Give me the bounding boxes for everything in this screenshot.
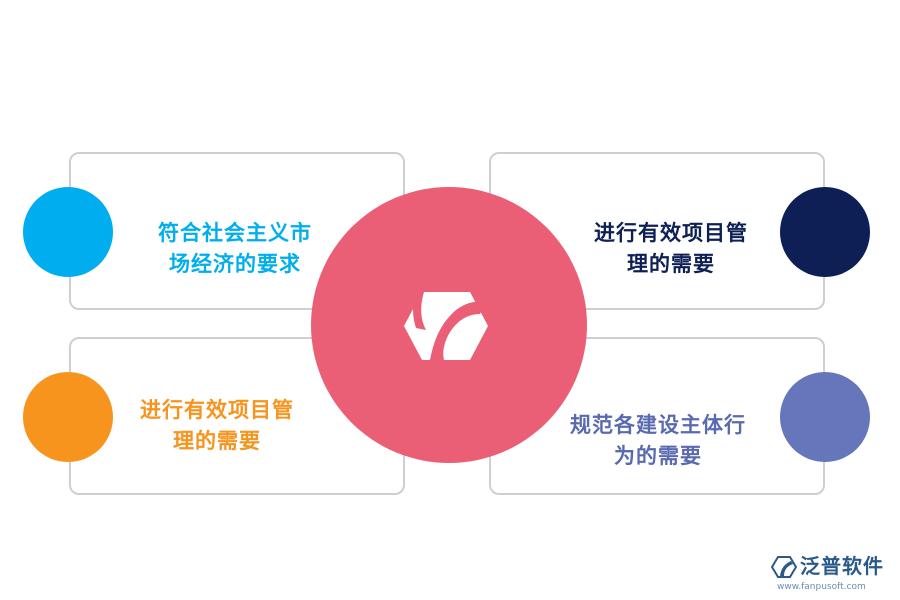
watermark: 泛普软件 www.fanpusoft.com (771, 553, 896, 595)
dot-bottom-left (23, 372, 113, 462)
label-regulate-entities: 规范各建设主体行 为的需要 (570, 413, 746, 468)
label-project-management-top: 进行有效项目管 理的需要 (594, 221, 748, 276)
dot-bottom-right (780, 372, 870, 462)
fanpu-logo-icon (771, 556, 797, 578)
dot-top-left (23, 187, 113, 277)
brand-logo-icon (404, 292, 488, 360)
watermark-name: 泛普软件 (800, 554, 884, 578)
label-market-economy: 符合社会主义市 场经济的要求 (158, 221, 312, 276)
label-project-management-bottom: 进行有效项目管 理的需要 (140, 398, 294, 453)
dot-top-right (780, 187, 870, 277)
watermark-url: www.fanpusoft.com (777, 582, 866, 592)
